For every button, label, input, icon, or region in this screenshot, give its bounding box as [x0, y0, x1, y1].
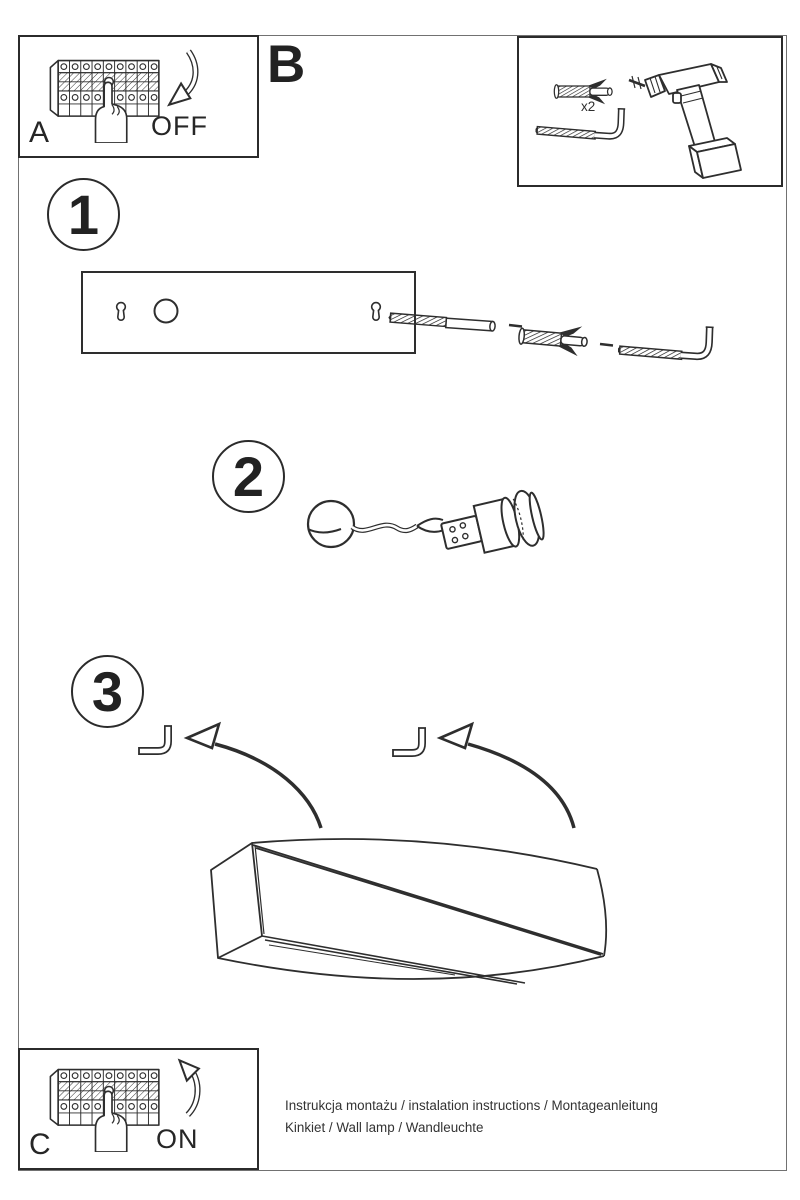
mounting-plate-icon: [81, 271, 752, 374]
assembly-dash: [599, 342, 614, 347]
curved-insert-arrow-icon: [436, 721, 576, 829]
section-a-label: A: [29, 116, 50, 149]
hook-icon: [393, 728, 426, 757]
cable-loop-icon: [306, 499, 356, 549]
footer-line-1: Instrukcja montażu / instalation instruc…: [285, 1098, 658, 1113]
curved-insert-arrow-icon: [183, 721, 323, 829]
power-on-panel: ON C: [18, 1048, 259, 1170]
step-3-number: 3: [91, 660, 124, 723]
tools-box: x2: [517, 36, 783, 187]
step-1-badge: 1: [47, 178, 120, 251]
assembly-dash: [508, 323, 523, 328]
wall-lamp-icon: [210, 838, 608, 985]
off-label: OFF: [151, 111, 208, 141]
section-c-label: C: [29, 1128, 51, 1161]
plug-quantity-label: x2: [581, 99, 596, 114]
page-border: [18, 35, 787, 1171]
step-2-number: 2: [232, 445, 265, 508]
screw-hook-icon: [617, 324, 714, 360]
curved-arrow-down-icon: [158, 46, 206, 110]
section-b-label: B: [267, 35, 306, 94]
wall-plug-icon: [516, 320, 590, 358]
step-3-badge: 3: [71, 655, 144, 728]
footer-line-2: Kinkiet / Wall lamp / Wandleuchte: [285, 1120, 484, 1135]
footer-text: Instrukcja montażu / instalation instruc…: [285, 1095, 658, 1139]
step-1-number: 1: [67, 183, 100, 246]
curved-arrow-up-icon: [161, 1056, 209, 1120]
hanging-diagram: [125, 721, 608, 985]
power-off-panel: OFF A: [18, 35, 259, 158]
drill-icon: [628, 63, 742, 179]
hook-icon: [139, 726, 172, 755]
on-label: ON: [156, 1124, 199, 1154]
keyhole-icon: [115, 301, 382, 321]
cable-hole: [153, 298, 179, 324]
step-2-badge: 2: [212, 440, 285, 513]
lamp-socket-icon: [306, 489, 545, 554]
